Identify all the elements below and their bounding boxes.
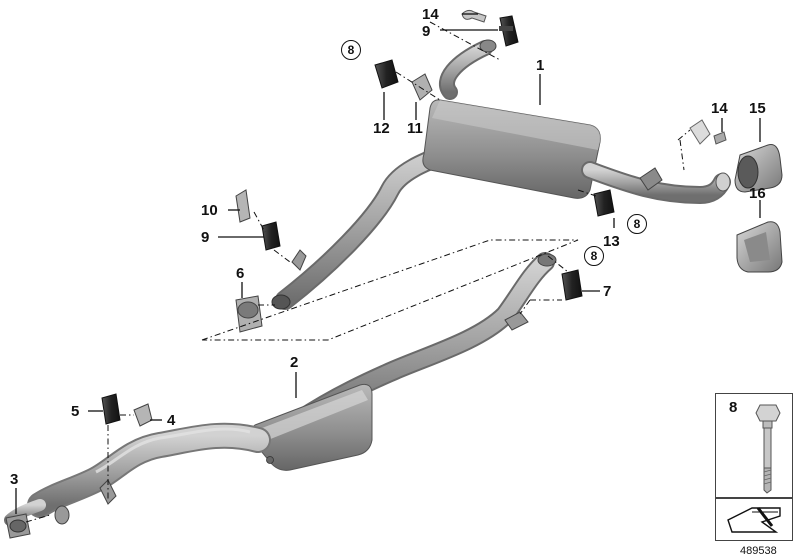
circled-8-right: 8 [627, 214, 647, 234]
label-1: 1 [536, 57, 545, 74]
clamp-6 [235, 295, 263, 333]
label-3: 3 [10, 471, 19, 488]
bracket-4 [133, 403, 153, 427]
icon-panel [715, 498, 793, 541]
rubber-block-12 [374, 59, 399, 89]
label-15: 15 [749, 100, 766, 117]
diagram-number: 489538 [740, 545, 777, 557]
label-10: 10 [201, 202, 218, 219]
front-pipe-catalytic [4, 252, 557, 526]
rear-silencer [271, 39, 731, 310]
leader-lines [15, 13, 761, 514]
rubber-hanger-top [499, 15, 519, 47]
bolt-detail-panel [715, 393, 793, 498]
label-5: 5 [71, 403, 80, 420]
clamp-3 [5, 513, 31, 539]
label-7: 7 [603, 283, 612, 300]
label-14-top: 14 [422, 6, 439, 23]
bracket-10 [235, 189, 251, 223]
label-14-right: 14 [711, 100, 728, 117]
label-9-left: 9 [201, 229, 210, 246]
label-2: 2 [290, 354, 299, 371]
rubber-block-5 [101, 393, 121, 425]
label-6: 6 [236, 265, 245, 282]
label-12: 12 [373, 120, 390, 137]
label-13: 13 [603, 233, 620, 250]
trim-16 [736, 221, 783, 273]
label-4: 4 [167, 412, 176, 429]
label-11: 11 [407, 120, 423, 137]
label-8-panel: 8 [729, 399, 738, 416]
label-16: 16 [749, 185, 766, 202]
screw-right [689, 119, 727, 145]
circled-8-middle: 8 [584, 246, 604, 266]
bolt-8 [755, 404, 781, 494]
tail-pipe-tip [734, 144, 783, 193]
label-9-top: 9 [422, 23, 431, 40]
screw-top [461, 9, 487, 23]
direction-arrow-icon [727, 507, 781, 533]
rubber-block-7 [561, 269, 583, 301]
bracket-11 [411, 73, 433, 101]
rubber-block-13 [593, 189, 615, 217]
dashed-lines [25, 21, 691, 523]
rubber-hanger-left [261, 221, 281, 251]
circled-8-upper: 8 [341, 40, 361, 60]
